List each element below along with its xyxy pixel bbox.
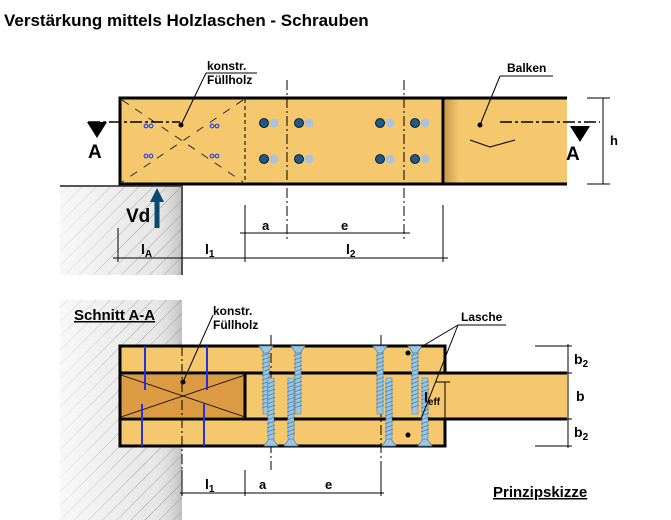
screw-icon (258, 345, 274, 415)
section-view: Schnitt A-A konstr. Füllholz Lasche (60, 300, 589, 520)
section-marker-left: A (88, 142, 102, 163)
lower-plate (118, 417, 447, 448)
bolt-icon (304, 154, 314, 164)
section-filler-label-line2: Füllholz (213, 318, 258, 332)
dim-l1: l1 (205, 241, 215, 260)
bolt-icon (375, 154, 385, 164)
screw-group (258, 345, 433, 447)
upper-plate (118, 344, 447, 375)
section-dim-e: e (325, 477, 332, 492)
dim-leff: leff (424, 389, 441, 408)
screw-icon (290, 345, 306, 415)
bolt-group (259, 118, 430, 164)
dim-b2-bottom: b2 (574, 424, 589, 443)
bolt-icon (385, 154, 395, 164)
dim-lA: lA (141, 241, 152, 260)
small-bolts (143, 123, 220, 159)
bolt-icon (375, 118, 385, 128)
section-dim-a: a (259, 477, 267, 492)
bolt-icon (385, 118, 395, 128)
bolt-icon (269, 154, 279, 164)
bolt-icon (294, 118, 304, 128)
bolt-icon (304, 118, 314, 128)
bolt-icon (420, 154, 430, 164)
force-label: Vd (126, 206, 150, 227)
section-marker-right: A (566, 144, 580, 165)
dim-e: e (341, 218, 348, 233)
beam (443, 98, 567, 184)
page-title: Verstärkung mittels Holzlaschen - Schrau… (4, 11, 369, 30)
screw-icon (263, 377, 279, 447)
bolt-icon (294, 154, 304, 164)
dim-a: a (262, 218, 270, 233)
screw-icon (372, 345, 388, 415)
screw-icon (283, 377, 299, 447)
bolt-icon (259, 154, 269, 164)
section-heading: Schnitt A-A (74, 307, 155, 324)
dim-h: h (610, 133, 618, 148)
dim-l2: l2 (346, 241, 356, 260)
section-marker-right-icon (570, 126, 590, 142)
screw-icon (407, 345, 423, 415)
filler-label-line1: konstr. (207, 59, 246, 73)
bolt-icon (420, 118, 430, 128)
bolt-icon (259, 118, 269, 128)
bolt-icon (269, 118, 279, 128)
dim-b: b (576, 388, 585, 404)
section-filler-label-line1: konstr. (213, 304, 252, 318)
screw-icon (381, 377, 397, 447)
side-plate (118, 96, 445, 186)
plate-label: Lasche (461, 310, 503, 324)
bolt-icon (410, 154, 420, 164)
filler-label-line2: Füllholz (207, 73, 252, 87)
footer-label: Prinzipskizze (493, 484, 587, 501)
section-marker-left-icon (87, 122, 107, 138)
top-view: konstr. Füllholz Balken A A Vd h a e lA … (60, 59, 618, 275)
dim-b2-top: b2 (574, 351, 589, 370)
section-dim-l1: l1 (205, 476, 215, 495)
beam-label: Balken (507, 61, 546, 75)
bolt-icon (410, 118, 420, 128)
